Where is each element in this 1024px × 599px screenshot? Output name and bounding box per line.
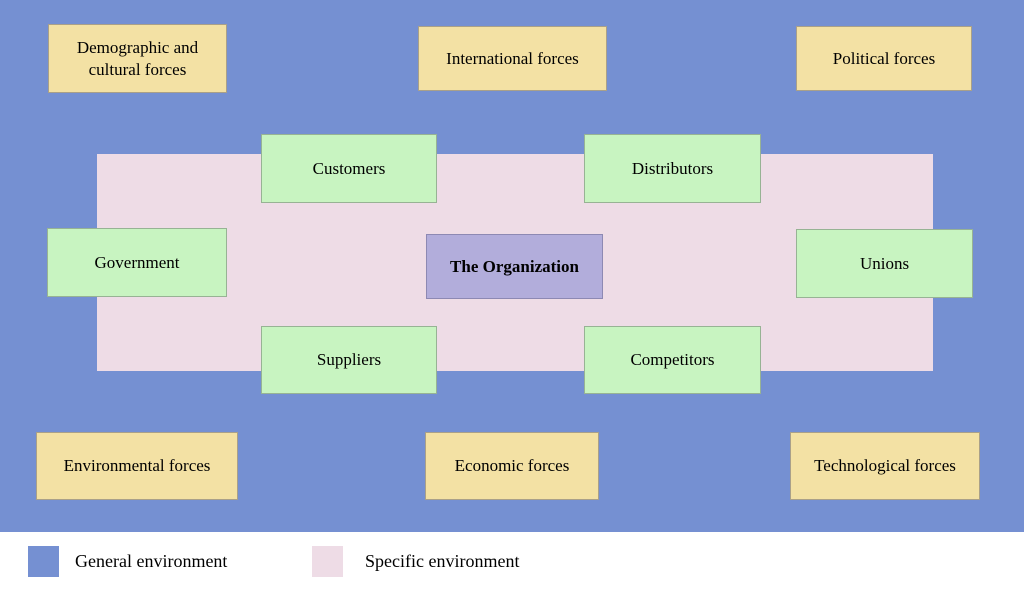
actor-box-suppliers: Suppliers — [261, 326, 437, 394]
force-box-technological: Technological forces — [790, 432, 980, 500]
legend-label-general-environment: General environment — [75, 551, 228, 571]
force-box-international: International forces — [418, 26, 607, 91]
force-box-economic: Economic forces — [425, 432, 599, 500]
legend-swatch-specific-environment — [312, 546, 343, 577]
actor-box-competitors: Competitors — [584, 326, 761, 394]
force-box-environmental: Environmental forces — [36, 432, 238, 500]
organization-box: The Organization — [426, 234, 603, 299]
legend-swatch-general-environment — [28, 546, 59, 577]
actor-box-distributors: Distributors — [584, 134, 761, 203]
actor-box-customers: Customers — [261, 134, 437, 203]
legend-label-specific-environment: Specific environment — [365, 551, 520, 571]
actor-box-unions: Unions — [796, 229, 973, 298]
actor-box-government: Government — [47, 228, 227, 297]
force-box-demographic-cultural: Demographic and cultural forces — [48, 24, 227, 93]
force-box-political: Political forces — [796, 26, 972, 91]
legend: General environment Specific environment — [0, 532, 1024, 599]
